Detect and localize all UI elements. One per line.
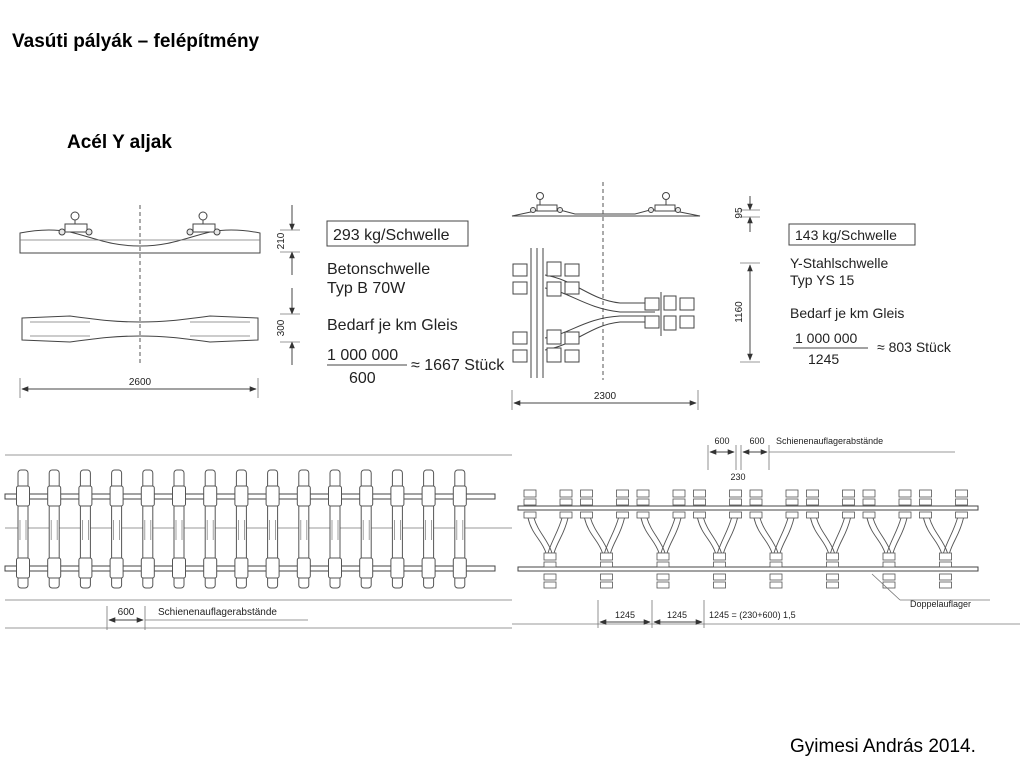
concrete-weight-box — [326, 220, 469, 247]
steel-plan-fastenings — [512, 261, 695, 363]
steel-weight-box — [788, 223, 916, 246]
steel-type-line1: Y-Stahlschwelle — [790, 255, 889, 271]
concrete-result: ≈ 1667 Stück — [411, 357, 505, 374]
concrete-sleeper — [328, 469, 342, 589]
concrete-sleeper — [140, 469, 155, 589]
steel-numerator: 1 000 000 — [795, 330, 857, 346]
concrete-sleeper — [16, 469, 30, 589]
steel-y-sleeper — [636, 489, 686, 589]
concrete-sleeper — [452, 469, 467, 589]
concrete-type-line2: Typ B 70W — [327, 280, 406, 297]
concrete-sleeper-plan-view — [21, 315, 259, 343]
rail-fastening-right — [186, 211, 221, 236]
steel-y-sleeper — [806, 489, 855, 589]
steel-pitch-dimension: 1245 1245 1245 = (230+600) 1,5 — [597, 600, 796, 628]
steel-y-sleeper — [693, 489, 742, 589]
steel-y-sleeper — [749, 489, 799, 589]
concrete-sleeper — [203, 469, 218, 589]
concrete-sleeper — [265, 469, 280, 589]
concrete-width-dimension: 300 — [276, 288, 300, 365]
steel-demand: Bedarf je km Gleis — [790, 305, 904, 321]
concrete-sleeper — [47, 469, 62, 589]
author-footer: Gyimesi András 2014. — [790, 736, 976, 757]
steel-fastening-left — [530, 192, 563, 213]
rail-fastening-left — [58, 211, 93, 236]
slide-title: Vasúti pályák – felépítmény — [12, 31, 260, 52]
double-support-callout: Doppelauflager — [871, 573, 990, 609]
steel-spacing-a: 600 — [714, 436, 729, 446]
slide-subtitle: Acél Y aljak — [67, 132, 172, 153]
concrete-sleeper — [172, 469, 186, 589]
steel-spacing-dimension: 600 600 Schienenauflagerabstände 230 — [707, 436, 955, 482]
concrete-width-label: 300 — [276, 319, 287, 336]
concrete-sleeper — [109, 469, 124, 589]
concrete-sleeper — [359, 469, 374, 589]
concrete-spacing-text: Schienenauflagerabstände — [158, 607, 277, 618]
concrete-height-dimension: 210 — [276, 205, 300, 275]
steel-y-sleeper — [919, 489, 968, 589]
steel-y-sleepers — [523, 489, 968, 589]
concrete-sleeper — [390, 469, 405, 589]
concrete-track-plan — [4, 454, 512, 629]
concrete-height-label: 210 — [276, 232, 287, 249]
steel-sleeper-side-view — [511, 192, 701, 217]
steel-width-label: 1160 — [734, 301, 745, 323]
concrete-sleeper — [421, 469, 436, 589]
steel-denominator: 1245 — [808, 351, 839, 367]
steel-sleeper-plan-view — [512, 248, 695, 378]
concrete-sleeper — [296, 469, 311, 589]
steel-pitch-b: 1245 — [667, 610, 687, 620]
concrete-sleeper — [234, 469, 249, 589]
concrete-sleeper — [78, 469, 93, 589]
steel-y-sleeper — [862, 489, 912, 589]
steel-weight: 143 kg/Schwelle — [795, 227, 897, 243]
concrete-length-label: 2600 — [129, 377, 152, 388]
steel-width-dimension: 1160 — [734, 262, 760, 363]
steel-length-label: 2300 — [594, 391, 617, 402]
steel-pitch-a: 1245 — [615, 610, 635, 620]
steel-type-line2: Typ YS 15 — [790, 272, 855, 288]
steel-y-sleeper — [523, 489, 573, 589]
concrete-numerator: 1 000 000 — [327, 347, 398, 364]
steel-track-plan — [512, 489, 1020, 625]
steel-y-sleeper — [580, 489, 629, 589]
concrete-sleeper-side-view — [19, 211, 261, 254]
steel-height-dimension: 95 — [734, 196, 760, 232]
double-support-label: Doppelauflager — [910, 599, 971, 609]
concrete-spacing-dimension: 600 Schienenauflagerabstände — [106, 606, 308, 630]
concrete-sleepers — [16, 469, 467, 589]
steel-spacing-text: Schienenauflagerabstände — [776, 436, 883, 446]
concrete-denominator: 600 — [349, 370, 376, 387]
concrete-demand: Bedarf je km Gleis — [327, 317, 458, 334]
concrete-spacing-label: 600 — [118, 607, 135, 618]
steel-length-dimension: 2300 — [511, 390, 699, 410]
steel-gap-label: 230 — [730, 472, 745, 482]
concrete-type-line1: Betonschwelle — [327, 261, 430, 278]
steel-height-label: 95 — [734, 207, 745, 219]
steel-result: ≈ 803 Stück — [877, 339, 952, 355]
concrete-length-dimension: 2600 — [19, 377, 259, 398]
steel-spacing-b: 600 — [749, 436, 764, 446]
steel-pitch-formula: 1245 = (230+600) 1,5 — [709, 610, 796, 620]
steel-fastening-right — [648, 192, 681, 213]
concrete-weight: 293 kg/Schwelle — [333, 227, 450, 244]
